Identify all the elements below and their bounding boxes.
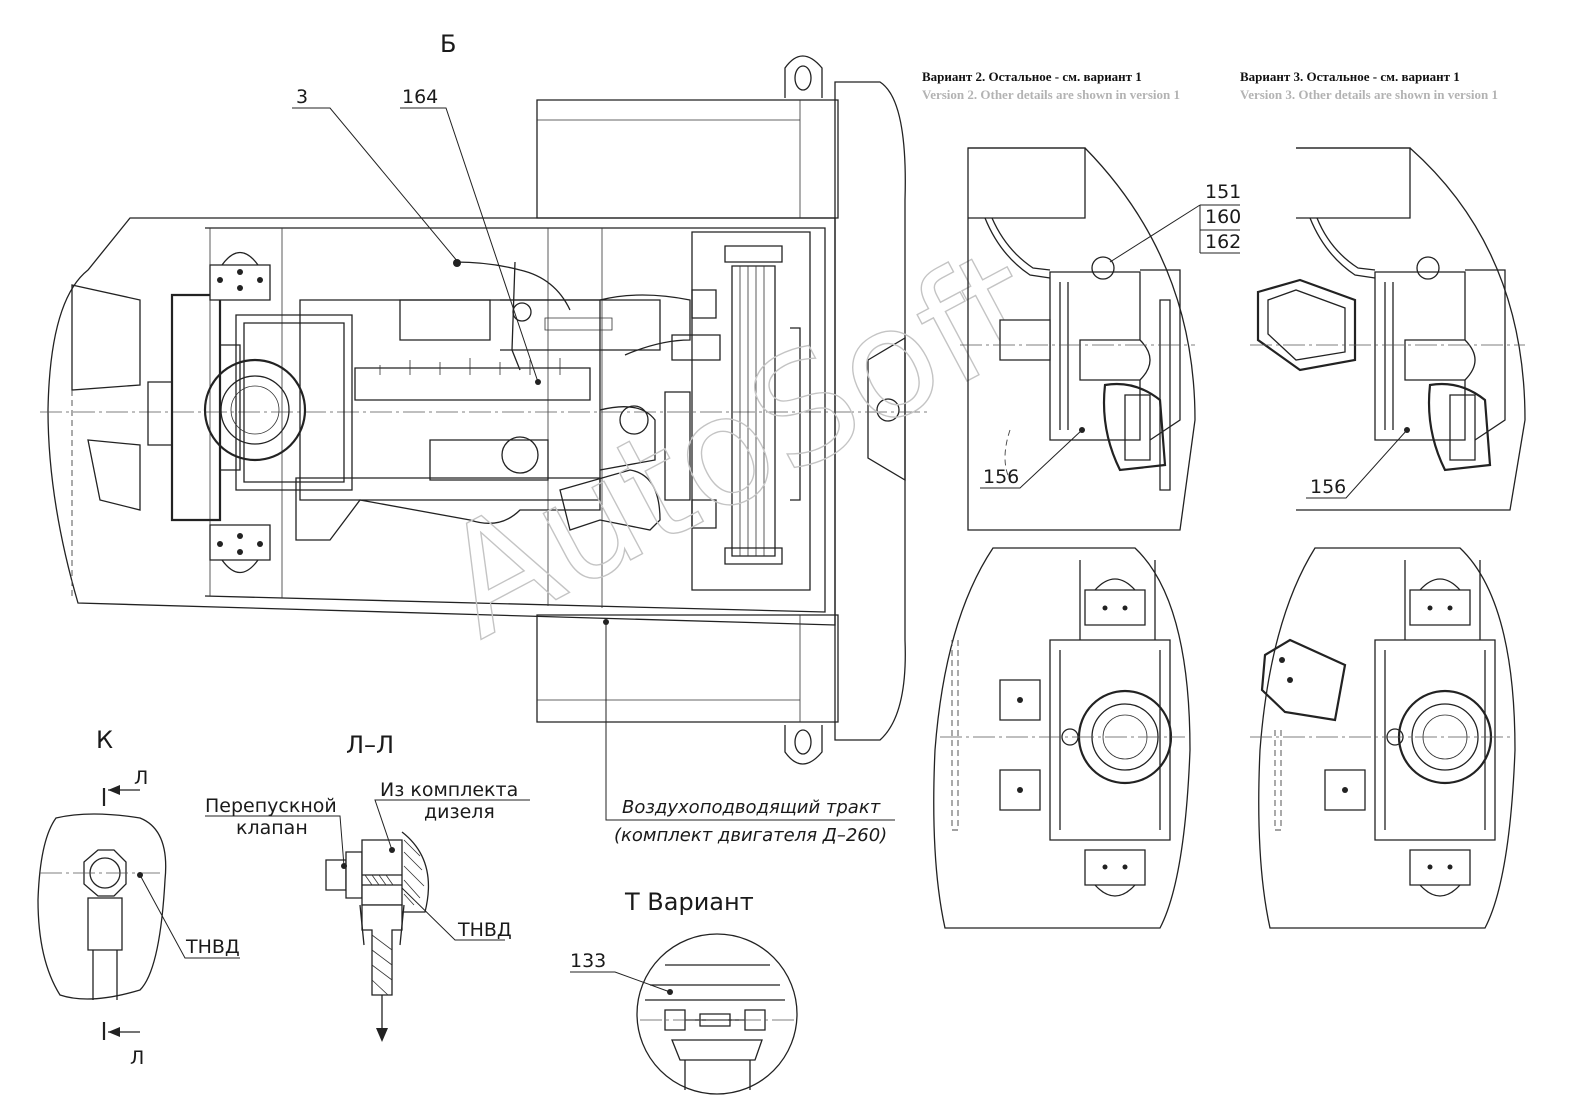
variant-2-title-ru: Вариант 2. Остальное - см. вариант 1 xyxy=(922,69,1142,84)
view-k-label: К xyxy=(96,726,113,754)
view-t-variant-detail xyxy=(570,933,798,1095)
view-ll-label: Л–Л xyxy=(346,731,394,759)
tnvd-label-k: ТНВД xyxy=(185,936,240,958)
callout-162: 162 xyxy=(1205,231,1241,253)
callout-3: 3 xyxy=(296,86,308,108)
callout-160: 160 xyxy=(1205,206,1241,228)
callout-156-variant-2: 156 xyxy=(983,466,1019,488)
callout-151: 151 xyxy=(1205,181,1241,203)
section-ll-detail xyxy=(205,799,530,1042)
view-k-detail xyxy=(37,785,240,1040)
air-intake-note-line2: (комплект двигателя Д–260) xyxy=(614,825,887,846)
section-mark-top: Л xyxy=(134,767,148,789)
engine-mount-bottom xyxy=(209,524,271,574)
variant-3-end-view xyxy=(1250,547,1516,929)
variant-3-title-ru: Вариант 3. Остальное - см. вариант 1 xyxy=(1240,69,1460,84)
air-intake-note-line1: Воздухоподводящий тракт xyxy=(622,797,881,818)
bypass-valve-line1: Перепускной xyxy=(205,795,337,817)
tnvd-label-ll: ТНВД xyxy=(457,919,512,941)
view-t-label: Т Вариант xyxy=(624,888,754,916)
variant-3-top-view xyxy=(1250,147,1526,511)
section-mark-bottom: Л xyxy=(130,1047,144,1069)
bypass-valve-line2: клапан xyxy=(236,817,308,839)
variant-2-end-view xyxy=(933,547,1191,929)
callout-133: 133 xyxy=(570,950,606,972)
diesel-kit-line1: Из комплекта xyxy=(380,779,518,801)
variant-3-title-en: Version 3. Other details are shown in ve… xyxy=(1240,87,1498,102)
callout-164: 164 xyxy=(402,86,438,108)
variant-2-top-view xyxy=(960,147,1196,531)
view-b-label: Б xyxy=(440,30,456,58)
callout-156-variant-3: 156 xyxy=(1310,476,1346,498)
diesel-kit-line2: дизеля xyxy=(424,801,495,823)
main-plan-view xyxy=(40,55,930,765)
variant-2-title-en: Version 2. Other details are shown in ve… xyxy=(922,87,1180,102)
engine-mount-top xyxy=(209,251,271,301)
